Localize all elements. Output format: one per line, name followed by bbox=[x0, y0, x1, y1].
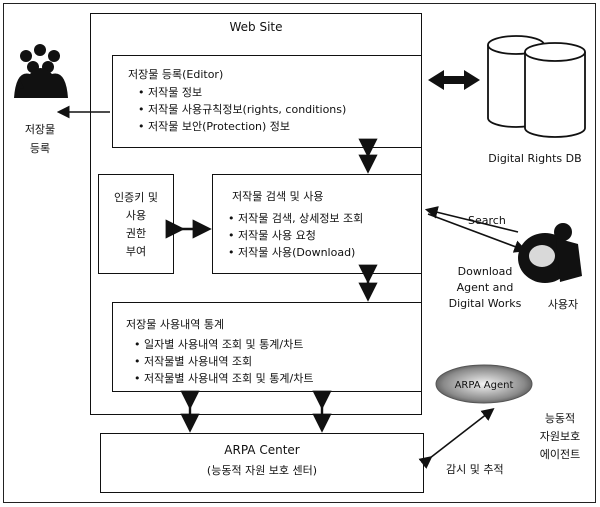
arpa-agent-icon bbox=[435, 364, 533, 404]
stats-box bbox=[112, 302, 422, 392]
search-label: Search bbox=[468, 214, 506, 227]
arpa-center-box bbox=[100, 433, 424, 493]
site-center-arrows bbox=[180, 390, 332, 433]
registration-item: • 저작물 사용규칙정보(rights, conditions) bbox=[138, 103, 347, 116]
db-double-arrow bbox=[428, 70, 480, 90]
stats-item: • 일자별 사용내역 조회 및 통계/차트 bbox=[134, 338, 304, 351]
stats-item: • 저작물별 사용내역 조회 bbox=[134, 355, 253, 368]
arpa-agent-desc: 자원보호 bbox=[539, 430, 581, 443]
monitor-arrow bbox=[418, 408, 495, 469]
registration-title: 저장물 등록(Editor) bbox=[128, 68, 224, 81]
user-icon bbox=[518, 223, 582, 283]
diagram-frame bbox=[3, 3, 596, 503]
arpa-center-title: ARPA Center bbox=[224, 443, 300, 457]
user-label: 사용자 bbox=[547, 298, 579, 311]
people-group-icon bbox=[14, 44, 68, 98]
auth-line: 권한 bbox=[125, 227, 147, 240]
search-use-item: • 저작물 검색, 상세정보 조회 bbox=[228, 212, 364, 225]
search-use-item: • 저작물 사용 요청 bbox=[228, 229, 316, 242]
left-actor-label: 등록 bbox=[29, 142, 51, 155]
arpa-agent-desc: 능동적 bbox=[544, 412, 576, 425]
registration-box bbox=[112, 55, 422, 148]
search-arrow bbox=[424, 206, 519, 233]
download-arrow bbox=[427, 213, 527, 253]
download-label: Download bbox=[457, 265, 513, 278]
stats-item: • 저작물별 사용내역 조회 및 통계/차트 bbox=[134, 372, 314, 385]
search-use-box bbox=[212, 174, 422, 274]
download-label: Digital Works bbox=[448, 297, 522, 310]
auth-line: 부여 bbox=[125, 245, 147, 258]
auth-line: 인증키 및 bbox=[114, 191, 158, 204]
search-use-title: 저작물 검색 및 사용 bbox=[232, 190, 324, 203]
website-title: Web Site bbox=[229, 20, 283, 34]
auth-line: 사용 bbox=[125, 209, 147, 222]
search-use-item: • 저작물 사용(Download) bbox=[228, 246, 356, 259]
database-icon bbox=[487, 35, 586, 138]
left-actor-label: 저장물 bbox=[24, 123, 56, 136]
download-label: Agent and bbox=[456, 281, 514, 294]
registration-item: • 저작물 보안(Protection) 정보 bbox=[138, 120, 291, 133]
db-label: Digital Rights DB bbox=[488, 152, 582, 165]
arpa-agent-label: ARPA Agent bbox=[455, 380, 514, 391]
arpa-agent-desc: 에이전트 bbox=[539, 448, 581, 461]
registration-item: • 저작물 정보 bbox=[138, 86, 203, 99]
arpa-center-subtitle: (능동적 자원 보호 센터) bbox=[206, 464, 318, 477]
stats-title: 저장물 사용내역 통계 bbox=[126, 318, 225, 331]
